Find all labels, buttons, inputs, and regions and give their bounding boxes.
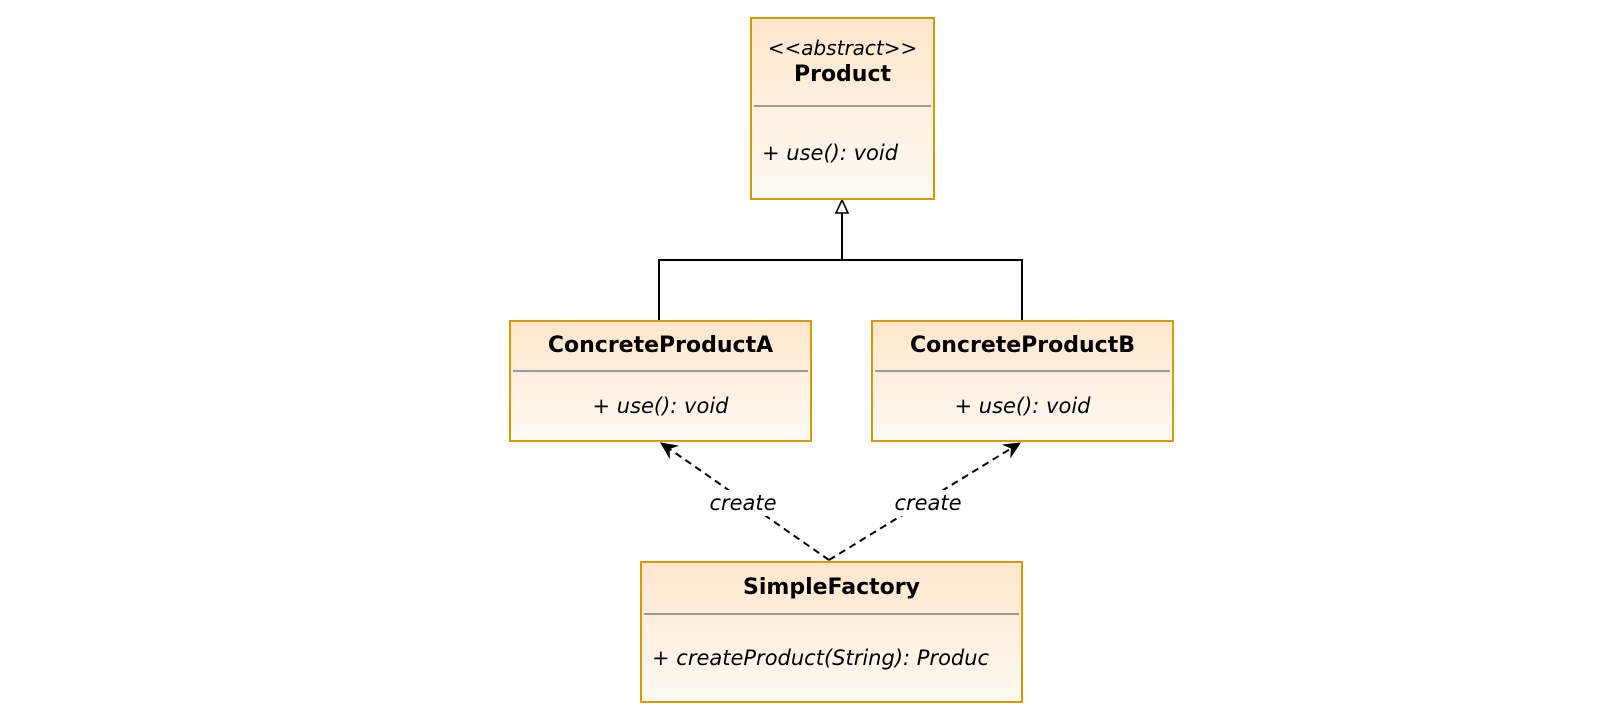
class-header-concrete-product-a: ConcreteProductA [511,322,810,370]
class-box-concrete-product-a[interactable]: ConcreteProductA + use(): void [509,320,812,442]
method-use: + use(): void [762,140,899,165]
method-use: + use(): void [592,394,729,418]
inheritance-edge-b [842,259,1023,320]
create-edge-label-b: create [892,490,964,516]
class-name-concrete-product-b: ConcreteProductB [910,333,1135,358]
create-edge-label-a: create [707,490,779,516]
class-methods-simple-factory: + createProduct(String): Produc [642,615,1021,701]
class-header-product: <<abstract>> Product [752,19,933,105]
class-header-concrete-product-b: ConcreteProductB [873,322,1172,370]
class-methods-concrete-product-b: + use(): void [873,372,1172,440]
class-box-simple-factory[interactable]: SimpleFactory + createProduct(String): P… [640,561,1023,703]
class-name-concrete-product-a: ConcreteProductA [547,333,774,358]
class-name-simple-factory: SimpleFactory [743,575,920,600]
class-methods-product: + use(): void [752,107,933,198]
inheritance-edge-a [658,258,843,320]
class-box-concrete-product-b[interactable]: ConcreteProductB + use(): void [871,320,1174,442]
class-divider [644,613,1019,615]
class-divider [875,370,1170,372]
class-methods-concrete-product-a: + use(): void [511,372,810,440]
method-create-product: + createProduct(String): Produc [652,646,990,670]
class-divider [754,105,931,107]
stereotype-label: <<abstract>> [767,36,918,60]
method-use: + use(): void [954,394,1091,418]
class-header-simple-factory: SimpleFactory [642,563,1021,613]
class-divider [513,370,808,372]
class-name-product: Product [793,62,892,87]
class-box-product[interactable]: <<abstract>> Product + use(): void [750,17,935,200]
